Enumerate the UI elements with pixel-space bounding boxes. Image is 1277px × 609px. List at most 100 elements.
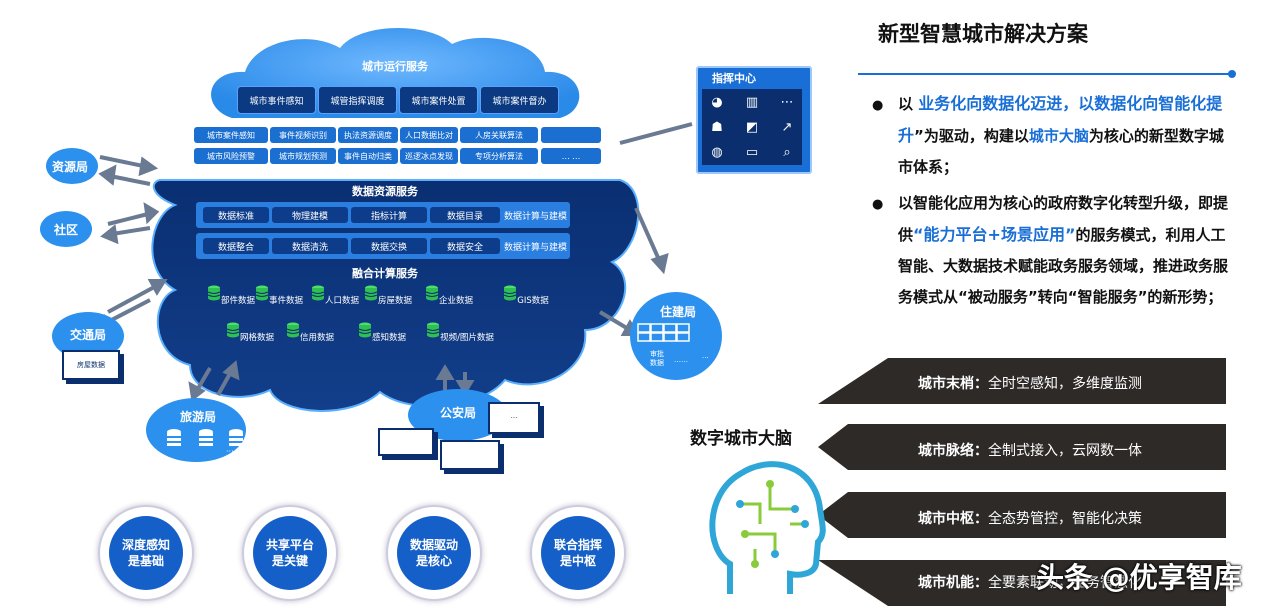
data-resource-title: 数据资源服务 [352,185,418,198]
agency-housing[interactable]: 住建局 [660,305,697,319]
housing-grid-icon [637,323,690,342]
grid-cell-r1c1[interactable]: 城市案件感知 [194,127,268,143]
data-resource-r1-item4[interactable]: 数据目录 [430,207,500,223]
database-icon [311,285,325,301]
database-icon [358,322,372,338]
top-cloud-button-3[interactable]: 城市案件处置 [399,86,478,114]
bar-chart-icon[interactable]: ▥ [745,95,759,110]
agency-resource[interactable]: 资源局 [52,160,89,174]
db-item-r1-1: 部件数据 [196,285,266,306]
badge-4: 联合指挥是中枢 [530,505,626,601]
data-resource-r2-tail: 数据计算与建模 [504,243,568,253]
trend-icon[interactable]: ↗ [781,120,793,135]
db-item-r2-1: 网格数据 [215,322,285,343]
top-cloud-title: 城市运行服务 [362,60,428,73]
map-icon[interactable]: ◩ [745,120,759,135]
flow-arrows [89,122,693,402]
badge-3-line1: 数据驱动 [409,538,458,552]
database-icon [426,322,440,338]
badge-1-line2: 是基础 [127,554,164,568]
police-card-3: ··· [488,402,540,434]
pillar-4: 城市机能：全要素联动，业务智慧化 [918,575,1142,591]
data-resource-r1-item2[interactable]: 物理建模 [272,207,348,223]
db-item-r1-3: 人口数据 [300,285,370,306]
search-icon[interactable]: ⌕ [783,145,791,160]
police-card-2 [440,440,500,470]
brain-label: 数字城市大脑 [690,429,792,449]
pillar-shapes [818,358,1226,606]
badge-2: 共享平台是关键 [242,505,338,601]
database-icon [255,285,269,301]
badge-3-line2: 是核心 [415,554,452,568]
bullet-dot-2: ● [872,197,884,212]
badge-1: 深度感知是基础 [98,505,194,601]
watermark: 头条 @优享智库 [1036,561,1242,594]
page-title: 新型智慧城市解决方案 [878,22,1088,46]
data-resource-r1-item1[interactable]: 数据标准 [203,207,269,223]
pie-chart-icon[interactable]: ◕ [711,95,723,110]
pillar-2: 城市脉络：全制式接入，云网数一体 [918,443,1142,459]
agency-traffic[interactable]: 交通局 [70,328,107,342]
grid-cell-r2c2[interactable]: 城市规划预测 [270,148,336,164]
police-card-1 [378,428,434,456]
data-resource-r1-tail: 数据计算与建模 [504,212,568,222]
tourism-database-icons [167,429,243,446]
badge-2-line1: 共享平台 [265,538,314,552]
badge-4-line1: 联合指挥 [553,538,602,552]
db-item-r1-4: 房屋数据 [353,285,423,306]
data-resource-r2-item4[interactable]: 数据安全 [430,238,500,254]
camera-icon[interactable]: ▭ [745,145,759,160]
badge-3: 数据驱动是核心 [386,505,482,601]
badge-2-line2: 是关键 [271,554,308,568]
data-resource-r2-item2[interactable]: 数据清洗 [272,238,348,254]
db-item-r1-6: GIS数据 [491,285,561,306]
people-icon[interactable]: ☗ [711,120,723,135]
top-cloud-button-2[interactable]: 城管指挥调度 [318,86,397,114]
top-cloud-button-1[interactable]: 城市事件感知 [237,86,316,114]
agency-police[interactable]: 公安局 [440,406,477,420]
fire-icon[interactable]: ◍ [711,145,723,160]
grid-cell-r2c5[interactable]: 专项分析算法 [460,148,538,164]
data-resource-r1-item3[interactable]: 指标计算 [351,207,427,223]
line-chart-icon[interactable]: ⋯ [780,95,794,110]
tourism-dots: ··· [226,447,234,456]
db-item-r2-4: 视频/图片数据 [420,322,500,343]
command-center-title: 指挥中心 [712,72,756,85]
database-icon [364,285,378,301]
bullet-dot-1: ● [872,98,884,113]
grid-cell-r2c4[interactable]: 巡逻冰点发现 [400,148,458,164]
housing-sub-approval: 审批 数据 [650,350,664,367]
grid-cell-r2c3[interactable]: 事件自动归类 [338,148,398,164]
bullet-2: 以智能化应用为核心的政府数字化转型升级，即提供“能力平台+场景应用”的服务模式，… [898,194,1229,306]
db-item-r2-2: 信用数据 [275,322,345,343]
title-underline-dot [1228,70,1236,78]
grid-cell-r2c6[interactable]: … … [541,148,601,164]
grid-cell-r1c2[interactable]: 事件视频识别 [270,127,336,143]
bullet-1: 以 业务化向数据化迈进，以数据化向智能化提升”为驱动，构建以城市大脑为核心的新型… [898,94,1224,176]
agency-community[interactable]: 社区 [54,223,79,237]
grid-cell-r1c5[interactable]: 人房关联算法 [460,127,538,143]
command-center-icon-grid [702,89,802,165]
data-resource-r2-item1[interactable]: 数据整合 [203,238,269,254]
grid-cell-r1c6[interactable] [541,127,601,143]
db-item-r1-2: 事件数据 [244,285,314,306]
database-icon [207,285,221,301]
fusion-title: 融合计算服务 [352,267,418,280]
housing-sub-ellipsis: …… [674,356,688,364]
pillar-3: 城市中枢：全态势管控，智能化决策 [918,511,1142,527]
database-icon [226,322,240,338]
grid-cell-r1c3[interactable]: 执法资源调度 [338,127,398,143]
database-icon [286,322,300,338]
database-icon [504,285,517,301]
brain-head-icon [709,461,826,594]
db-item-r2-3: 感知数据 [347,322,417,343]
db-item-r1-5: 企业数据 [414,285,484,306]
agency-tourism[interactable]: 旅游局 [180,410,217,424]
housing-sub-dots: ··· [702,354,709,362]
traffic-data-card: 房屋数据 [62,350,120,380]
badge-4-line2: 是中枢 [559,554,596,568]
top-cloud-button-4[interactable]: 城市案件督办 [480,86,559,114]
data-resource-r2-item3[interactable]: 数据交换 [351,238,427,254]
grid-cell-r1c4[interactable]: 人口数据比对 [400,127,458,143]
grid-cell-r2c1[interactable]: 城市风险预警 [194,148,268,164]
